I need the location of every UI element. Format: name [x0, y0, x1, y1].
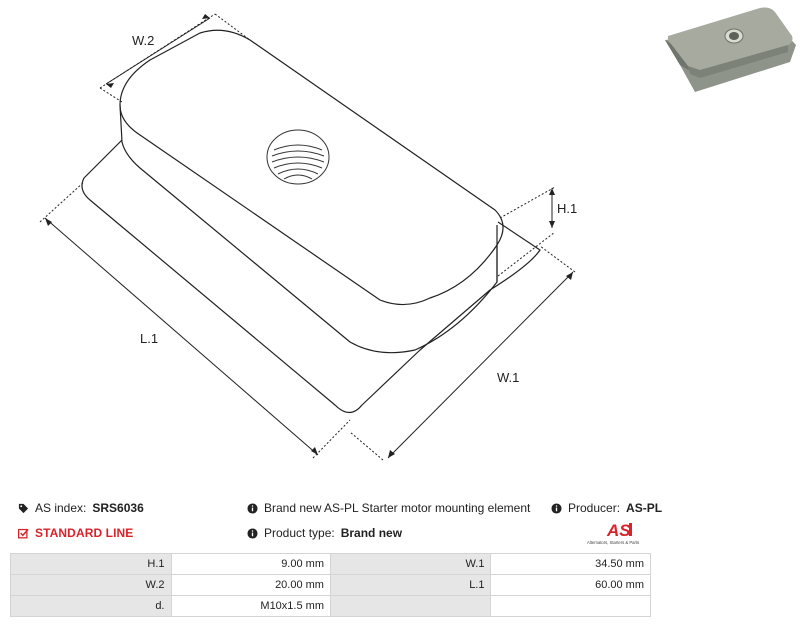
- spec-label: W.1: [329, 553, 492, 575]
- block-side-face: [119, 104, 498, 354]
- product-description: Brand new AS-PL Starter motor mounting e…: [264, 501, 531, 515]
- dim-label-w1: W.1: [497, 370, 519, 385]
- as-index-value: SRS6036: [92, 501, 144, 515]
- producer-label: Producer:: [568, 501, 621, 515]
- as-pl-logo: AS Alternators, Starters & Parts: [587, 521, 639, 545]
- description-row: Brand new AS-PL Starter motor mounting e…: [247, 501, 530, 515]
- flange-outline: [81, 139, 541, 414]
- spec-label: W.2: [10, 574, 172, 596]
- logo-tagline: Alternators, Starters & Parts: [587, 540, 639, 545]
- logo-mark: AS: [606, 521, 631, 540]
- info-icon: [247, 502, 258, 514]
- spec-value: M10x1.5 mm: [170, 595, 331, 617]
- table-row: d. M10x1.5 mm: [10, 595, 651, 617]
- as-index-label: AS index:: [35, 501, 87, 515]
- threaded-hole: [266, 129, 330, 185]
- product-type-label: Product type:: [264, 526, 335, 540]
- tag-icon: [18, 503, 29, 513]
- product-photo: [665, 7, 796, 92]
- as-index-row: AS index: SRS6036: [18, 501, 144, 515]
- spec-value: 60.00 mm: [490, 574, 651, 596]
- info-icon: [247, 527, 258, 539]
- table-row: H.1 9.00 mm W.1 34.50 mm: [10, 553, 651, 575]
- specifications-table: H.1 9.00 mm W.1 34.50 mm W.2 20.00 mm L.…: [10, 553, 651, 617]
- dim-label-l1: L.1: [140, 331, 158, 346]
- checkbox-checked-icon: [18, 528, 29, 538]
- line-badge-row: STANDARD LINE: [18, 526, 133, 540]
- block-top-face: [119, 29, 504, 306]
- spec-label: [329, 595, 492, 617]
- product-type-row: Product type: Brand new: [247, 526, 402, 540]
- spec-value: 20.00 mm: [170, 574, 331, 596]
- dim-label-w2: W.2: [132, 33, 154, 48]
- spec-label: L.1: [329, 574, 492, 596]
- standard-line-badge: STANDARD LINE: [35, 526, 134, 540]
- spec-value: [490, 595, 651, 617]
- technical-drawing: W.2 H.1 L.1 W.1: [39, 13, 577, 461]
- producer-value: AS-PL: [626, 501, 663, 515]
- spec-value: 34.50 mm: [490, 553, 651, 575]
- table-row: W.2 20.00 mm L.1 60.00 mm: [10, 574, 651, 596]
- spec-label: d.: [10, 595, 172, 617]
- producer-row: Producer: AS-PL: [551, 501, 662, 515]
- spec-value: 9.00 mm: [170, 553, 331, 575]
- product-type-value: Brand new: [340, 526, 403, 540]
- spec-label: H.1: [10, 553, 172, 575]
- dim-label-h1: H.1: [557, 201, 577, 216]
- info-icon: [551, 502, 562, 514]
